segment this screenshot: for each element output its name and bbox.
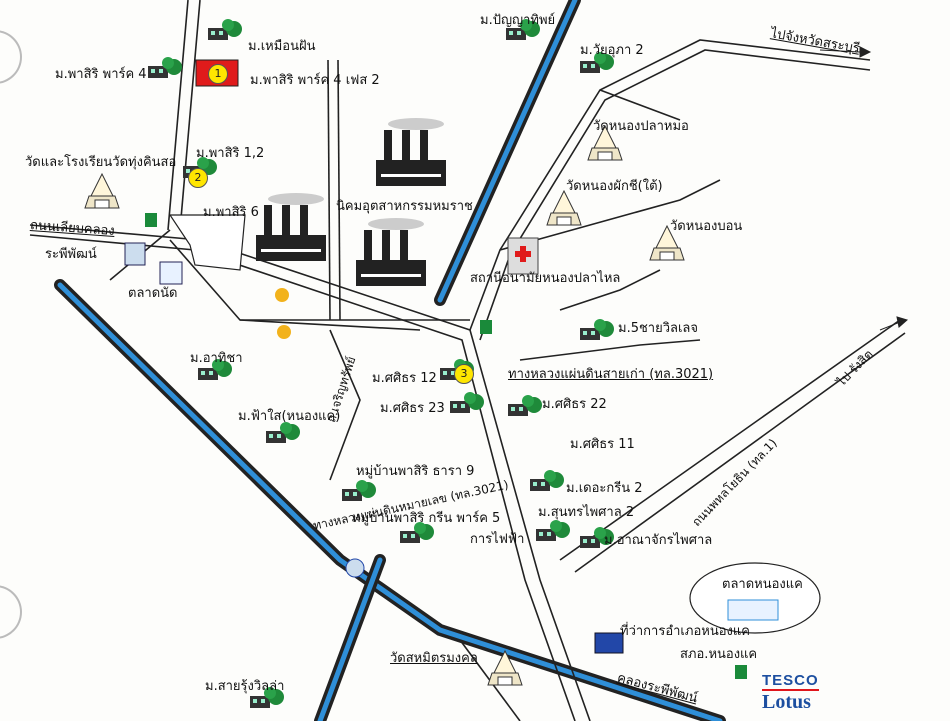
- tesco-text: TESCO: [762, 672, 819, 691]
- label-panya-thip: ม.ปัญญาทิพย์: [480, 13, 556, 28]
- label-chai-village: ม.5ชายวิลเลจ: [618, 321, 699, 336]
- label-athicha: ม.อาทิชา: [190, 351, 243, 366]
- label-industrial: นิคมอุตสาหกรรมหมราช: [336, 199, 473, 214]
- label-sirin11: ม.ศศิธร 11: [570, 437, 635, 452]
- label-wat-pla-mo: วัดหนองปลาหมอ: [593, 119, 689, 134]
- label-talad-nongkhae: ตลาดหนองแค: [722, 577, 803, 592]
- label-district-office: ที่ว่าการอำเภอหนองแค: [620, 624, 750, 639]
- label-sirin22: ม.ศศิธร 22: [542, 397, 607, 412]
- label-fai-fa: การไฟฟ้า: [470, 532, 525, 547]
- lotus-text: Lotus: [762, 691, 811, 713]
- label-phasiri-thara9: หมู่บ้านพาสิริ ธารา 9: [356, 464, 475, 479]
- label-phasiri-park4-phase2: ม.พาสิริ พาร์ค 4 เฟส 2: [250, 73, 380, 88]
- label-muean-fan: ม.เหมือนฝัน: [248, 39, 316, 54]
- label-health-station: สถานีอนามัยหนองปลาไหล: [470, 271, 621, 286]
- label-wat-phak-chi: วัดหนองผักชี(ใต้): [566, 179, 663, 194]
- marker-1[interactable]: 1: [208, 64, 228, 84]
- label-phasiri-park4: ม.พาสิริ พาร์ค 4: [55, 67, 147, 82]
- label-sunthon2: ม.สุนทรไพศาล 2: [538, 505, 635, 520]
- label-road-3021: ทางหลวงแผ่นดินสายเก่า (ทล.3021): [508, 367, 714, 382]
- label-police: สภอ.หนองแค: [680, 647, 758, 662]
- label-sirin12: ม.ศศิธร 12: [372, 371, 437, 386]
- label-wat-mongkol: วัดสหมิตรมงคล: [390, 651, 478, 666]
- label-phasiri12: ม.พาสิริ 1,2: [196, 146, 265, 161]
- label-wayupha2: ม.วัยอุภา 2: [580, 43, 644, 58]
- label-fa-sai: ม.ฟ้าใส(หนองแค): [238, 409, 341, 424]
- label-ananchak: ม.อาณาจักรไพศาล: [604, 533, 713, 548]
- label-raphiphat: ระพีพัฒน์: [45, 247, 97, 262]
- marker-2[interactable]: 2: [188, 168, 208, 188]
- marker-3[interactable]: 3: [454, 364, 474, 384]
- label-kacha-green2: ม.เดอะกรีน 2: [566, 481, 643, 496]
- label-sirin23: ม.ศศิธร 23: [380, 401, 445, 416]
- label-sai-riva: ม.สายรุ้งวิลล่า: [205, 679, 285, 694]
- tesco-lotus-logo: TESCO Lotus: [762, 672, 819, 714]
- label-phasiri6: ม.พาสิริ 6: [203, 205, 259, 220]
- label-phasiri-green: หมู่บ้านพาสิริ กรีน พาร์ค 5: [352, 511, 501, 526]
- label-talad-nut: ตลาดนัด: [128, 286, 178, 301]
- label-wat-school: วัดและโรงเรียนวัดทุ่งคินสอ: [25, 155, 177, 170]
- label-wat-bon: วัดหนองบอน: [670, 219, 743, 234]
